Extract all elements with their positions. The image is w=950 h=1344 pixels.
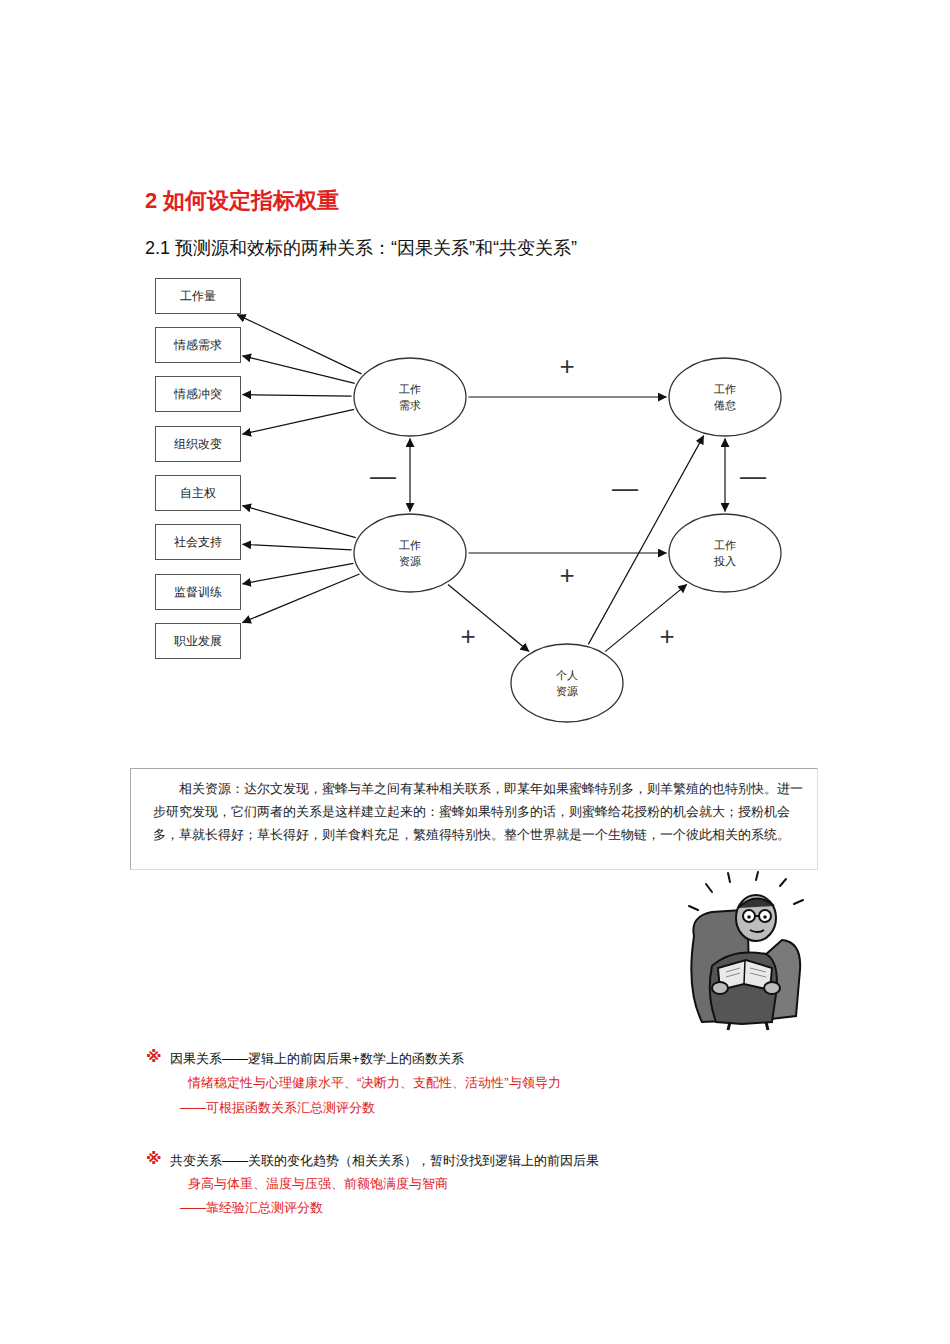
ellipse-outline — [668, 357, 782, 437]
factor-box: 情感需求 — [155, 327, 241, 363]
construct-ellipse: 个人 资源 — [510, 643, 624, 723]
factor-box: 工作量 — [155, 278, 241, 314]
arrow-connector — [242, 356, 354, 384]
bullet-mark: ※ — [146, 1149, 162, 1168]
node-label: 工作 需求 — [397, 381, 423, 414]
sign-label: + — [557, 353, 576, 379]
note-line: 身高与体重、温度与压强、前额饱满度与智商 — [188, 1175, 448, 1193]
note-line: 因果关系——逻辑上的前因后果+数学上的函数关系 — [170, 1050, 464, 1068]
note-box: 相关资源：达尔文发现，蜜蜂与羊之间有某种相关联系，即某年如果蜜蜂特别多，则羊繁殖… — [130, 768, 818, 870]
arrow-connector — [242, 563, 353, 583]
construct-ellipse: 工作 资源 — [353, 513, 467, 593]
arrow-connector — [242, 506, 355, 538]
subsection-title: 2.1 预测源和效标的两种关系：“因果关系”和“共变关系” — [145, 236, 577, 260]
node-label: 情感冲突 — [174, 386, 222, 403]
node-label: 工作 资源 — [397, 537, 423, 570]
sign-label: + — [657, 623, 676, 649]
node-label: 情感需求 — [174, 337, 222, 354]
node-label: 职业发展 — [174, 633, 222, 650]
construct-ellipse: 工作 投入 — [668, 513, 782, 593]
arrow-connector — [724, 439, 725, 512]
node-label: 个人 资源 — [554, 667, 580, 700]
note-text: 相关资源：达尔文发现，蜜蜂与羊之间有某种相关联系，即某年如果蜜蜂特别多，则羊繁殖… — [153, 777, 803, 846]
node-label: 组织改变 — [174, 436, 222, 453]
ellipse-outline — [353, 513, 467, 593]
note-line: ——可根据函数关系汇总测评分数 — [180, 1099, 375, 1117]
factor-box: 组织改变 — [155, 426, 241, 462]
note-line: ——靠经验汇总测评分数 — [180, 1199, 323, 1217]
sign-label: — — [610, 475, 640, 501]
bullet-mark: ※ — [146, 1047, 162, 1066]
section-title: 2 如何设定指标权重 — [145, 186, 339, 216]
arrow-connector — [605, 584, 687, 651]
factor-box: 情感冲突 — [155, 376, 241, 412]
sign-label: + — [557, 562, 576, 588]
factor-box: 监督训练 — [155, 574, 241, 610]
reading-man-illustration — [672, 870, 814, 1032]
factor-box: 职业发展 — [155, 623, 241, 659]
ellipse-outline — [510, 643, 624, 723]
sign-label: — — [738, 463, 768, 489]
ellipse-outline — [668, 513, 782, 593]
note-line: 共变关系——关联的变化趋势（相关关系），暂时没找到逻辑上的前因后果 — [170, 1152, 599, 1170]
arrow-connector — [242, 409, 354, 434]
arrow-connector — [243, 395, 352, 397]
arrow-connector — [469, 396, 667, 397]
arrow-connector — [469, 552, 667, 553]
node-label: 工作 投入 — [712, 537, 738, 570]
node-label: 监督训练 — [174, 584, 222, 601]
construct-ellipse: 工作 倦怠 — [668, 357, 782, 437]
node-label: 工作 倦怠 — [712, 381, 738, 414]
arrow-connector — [237, 315, 361, 374]
note-line: 情绪稳定性与心理健康水平、“决断力、支配性、活动性”与领导力 — [188, 1074, 561, 1092]
node-label: 社会支持 — [174, 534, 222, 551]
construct-ellipse: 工作 需求 — [353, 357, 467, 437]
arrow-connector — [242, 574, 359, 623]
node-label: 自主权 — [180, 485, 216, 502]
factor-box: 自主权 — [155, 475, 241, 511]
sign-label: — — [368, 463, 398, 489]
sign-label: + — [458, 623, 477, 649]
arrow-connector — [242, 544, 351, 550]
ellipse-outline — [353, 357, 467, 437]
arrow-connector — [409, 439, 410, 512]
arrow-connector — [448, 584, 529, 651]
node-label: 工作量 — [180, 288, 216, 305]
factor-box: 社会支持 — [155, 524, 241, 560]
